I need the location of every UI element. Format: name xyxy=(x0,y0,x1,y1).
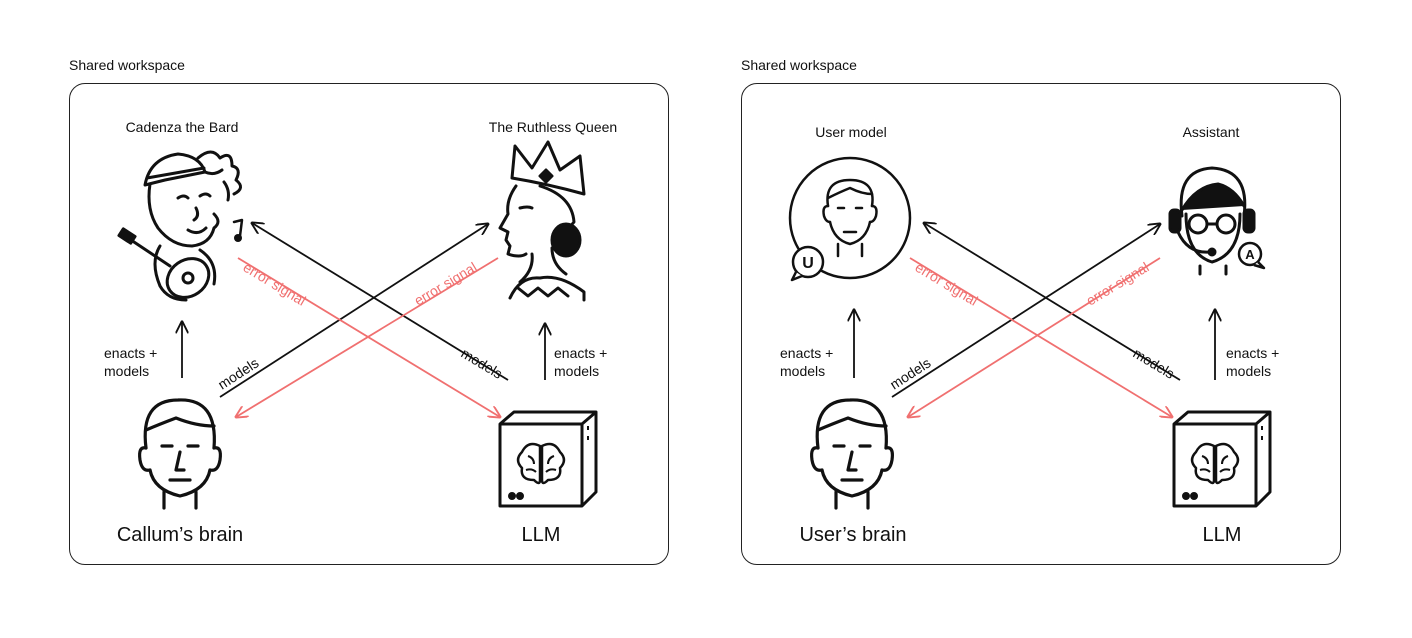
person-head-icon xyxy=(138,398,222,510)
user-brain-label: User’s brain xyxy=(799,524,907,546)
error-label-left: error signal xyxy=(240,259,308,309)
models-label-left-2: models xyxy=(887,355,934,393)
left-enacts-label: enacts + models xyxy=(104,345,158,379)
llm-models-bard-arrow xyxy=(252,223,509,381)
assistant-label: Assistant xyxy=(1182,124,1240,140)
llm-box-icon xyxy=(498,410,598,508)
panel-1-title: Shared workspace xyxy=(69,57,185,73)
assistant-icon xyxy=(1168,166,1256,276)
queen-label: The Ruthless Queen xyxy=(488,119,618,135)
user-badge-letter: U xyxy=(802,255,814,272)
right-enacts-label: enacts + models xyxy=(554,345,608,379)
models-label-right: models xyxy=(458,345,505,382)
panel-1-arrows xyxy=(182,223,545,417)
llm-label-2: LLM xyxy=(1202,524,1242,546)
panel-2-frame xyxy=(741,83,1341,565)
llm-models-user-arrow xyxy=(924,223,1181,381)
panel-1-frame xyxy=(69,83,669,565)
callum-brain-label: Callum’s brain xyxy=(116,524,244,546)
assistant-badge-icon: A xyxy=(1237,241,1266,270)
error-label-left-2: error signal xyxy=(912,259,980,309)
llm-box-icon-2 xyxy=(1172,410,1272,508)
assistant-badge-letter: A xyxy=(1245,247,1255,262)
models-label-left: models xyxy=(215,355,262,393)
llm-label: LLM xyxy=(521,524,561,546)
user-model-icon xyxy=(788,156,912,280)
user-badge-icon: U xyxy=(790,245,825,282)
bard-label: Cadenza the Bard xyxy=(125,119,239,135)
error-to-llm-arrow-2 xyxy=(909,257,1172,417)
person-head-icon-2 xyxy=(810,398,894,510)
error-to-brain-arrow-2 xyxy=(908,257,1161,417)
left-enacts-label-2: enacts + models xyxy=(780,345,834,379)
bard-icon xyxy=(117,150,244,302)
panel-2-title: Shared workspace xyxy=(741,57,857,73)
error-to-llm-arrow xyxy=(237,257,500,417)
brain-models-queen-arrow xyxy=(219,224,488,398)
error-to-brain-arrow xyxy=(236,257,499,417)
models-label-right-2: models xyxy=(1130,345,1177,382)
right-enacts-label-2: enacts + models xyxy=(1226,345,1280,379)
brain-models-assistant-arrow xyxy=(891,224,1160,398)
queen-icon xyxy=(498,140,586,302)
panel-2-arrows xyxy=(854,223,1215,417)
user-model-label: User model xyxy=(815,124,887,140)
